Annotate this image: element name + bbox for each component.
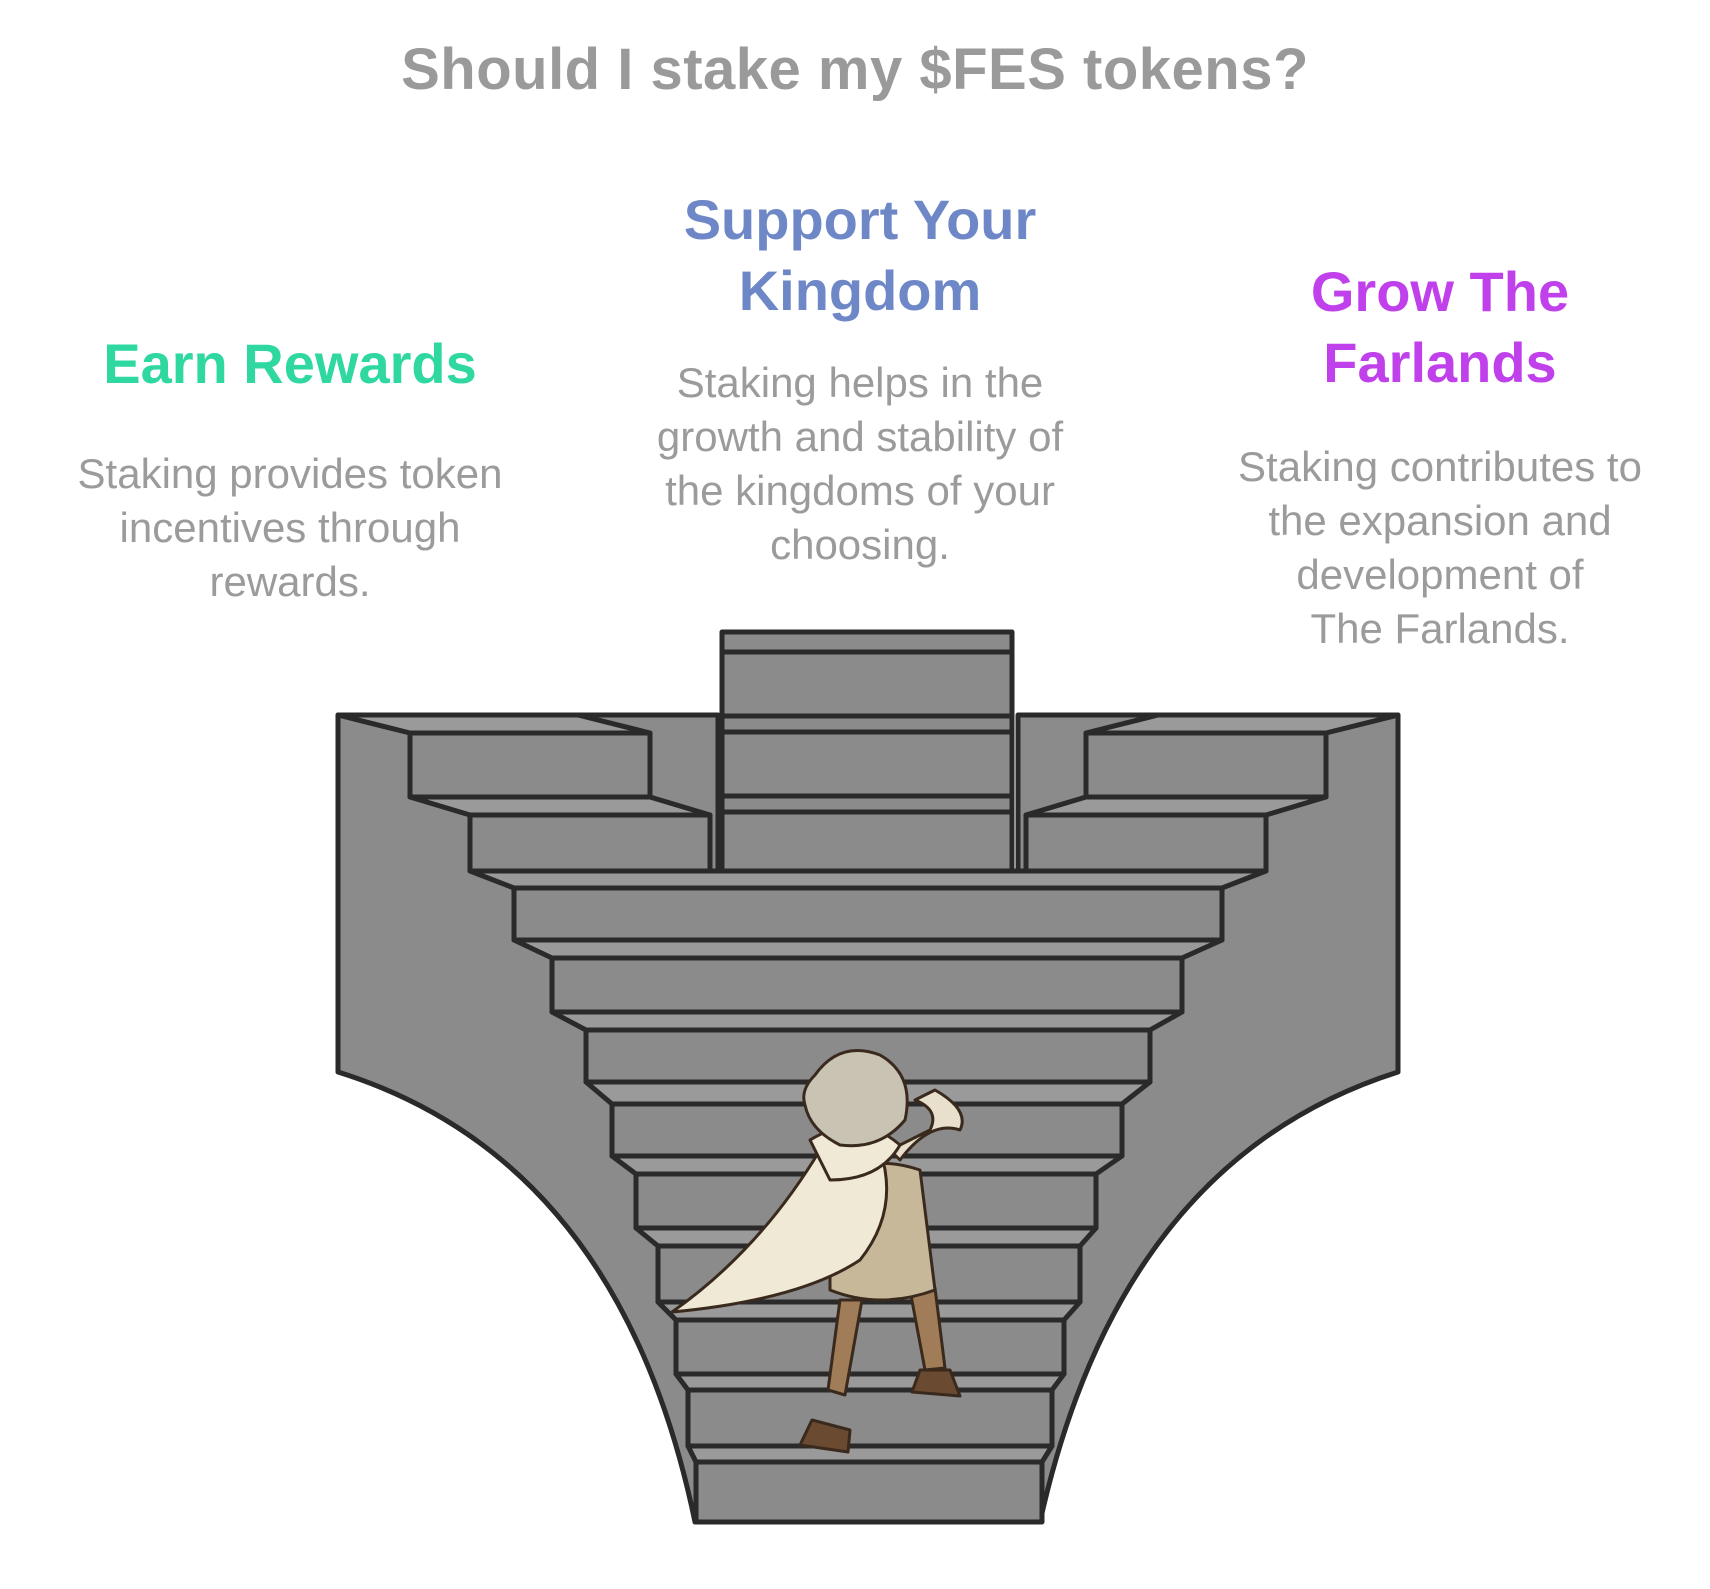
right-upper-blocks [1023, 712, 1401, 874]
option-heading: Earn Rewards [103, 332, 477, 395]
option-support-kingdom: Support Your Kingdom Staking helps in th… [600, 184, 1120, 572]
option-heading: Support Your Kingdom [683, 188, 1037, 322]
option-description: Staking contributes to the expansion and… [1238, 443, 1642, 652]
option-earn-rewards: Earn Rewards Staking provides token ince… [30, 328, 550, 609]
option-grow-farlands: Grow The Farlands Staking contributes to… [1180, 256, 1700, 656]
central-tower [719, 629, 1015, 875]
option-heading: Grow The Farlands [1310, 260, 1570, 394]
page-title: Should I stake my $FES tokens? [401, 37, 1309, 102]
option-description: Staking helps in the growth and stabilit… [656, 359, 1064, 568]
left-upper-blocks [335, 712, 713, 874]
option-description: Staking provides token incentives throug… [77, 450, 503, 605]
cloaked-character-icon [670, 1049, 964, 1454]
